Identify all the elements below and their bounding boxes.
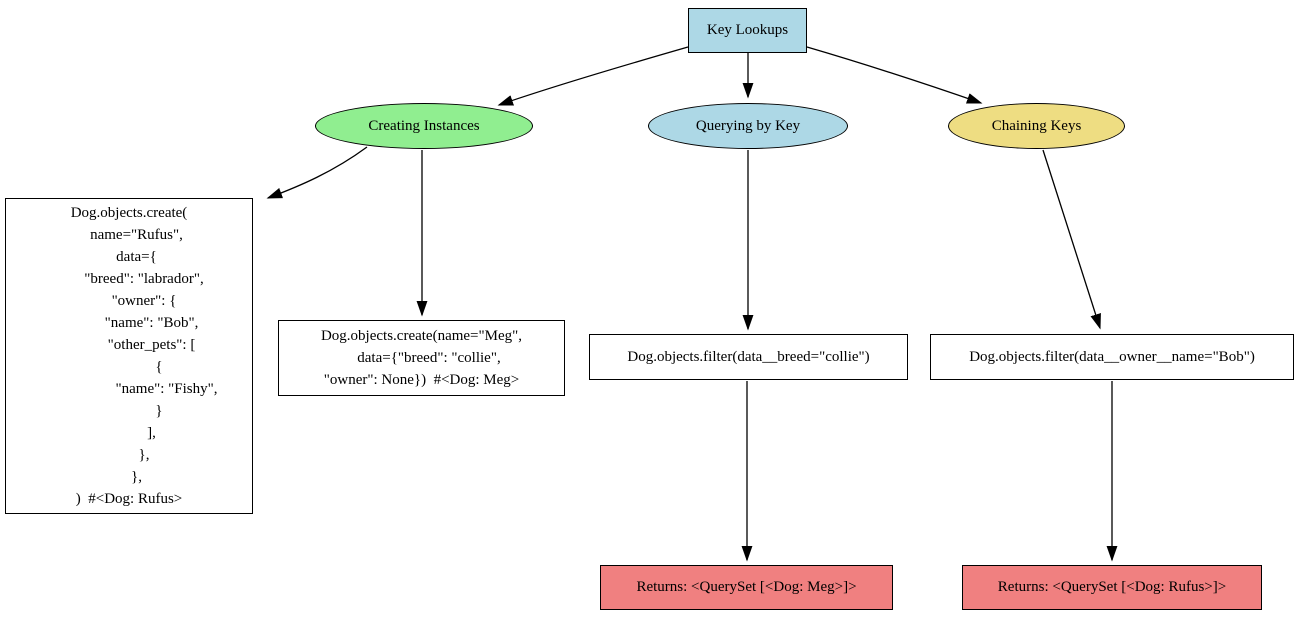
- node-result-rufus: Returns: <QuerySet [<Dog: Rufus>]>: [962, 565, 1262, 610]
- node-code-filter-owner-name: Dog.objects.filter(data__owner__name="Bo…: [930, 334, 1294, 380]
- node-code-filter-breed-text: Dog.objects.filter(data__breed="collie"): [627, 348, 870, 365]
- node-key-lookups-label: Key Lookups: [706, 22, 789, 38]
- node-chaining-keys-label: Chaining Keys: [991, 117, 1082, 134]
- node-code-create-meg: Dog.objects.create(name="Meg", data={"br…: [278, 320, 565, 396]
- node-querying-by-key: Querying by Key: [648, 103, 848, 149]
- node-code-create-meg-text: Dog.objects.create(name="Meg", data={"br…: [320, 328, 523, 388]
- node-result-meg: Returns: <QuerySet [<Dog: Meg>]>: [600, 565, 893, 610]
- node-code-filter-breed: Dog.objects.filter(data__breed="collie"): [589, 334, 908, 380]
- node-querying-by-key-label: Querying by Key: [695, 117, 801, 134]
- node-result-meg-text: Returns: <QuerySet [<Dog: Meg>]>: [636, 579, 857, 595]
- edge-chaining-to-filter-owner: [1042, 149, 1101, 330]
- edge-root-to-chaining: [806, 46, 983, 104]
- node-result-rufus-text: Returns: <QuerySet [<Dog: Rufus>]>: [997, 579, 1227, 595]
- node-code-create-rufus: Dog.objects.create( name="Rufus", data={…: [5, 198, 253, 514]
- node-creating-instances: Creating Instances: [315, 103, 533, 149]
- node-code-create-rufus-text: Dog.objects.create( name="Rufus", data={…: [70, 205, 218, 507]
- node-code-filter-owner-name-text: Dog.objects.filter(data__owner__name="Bo…: [969, 348, 1255, 365]
- edge-root-to-creating: [497, 46, 689, 106]
- node-key-lookups: Key Lookups: [688, 8, 807, 53]
- node-chaining-keys: Chaining Keys: [948, 103, 1125, 149]
- node-creating-instances-label: Creating Instances: [368, 117, 480, 134]
- edge-creating-to-rufus: [266, 146, 368, 199]
